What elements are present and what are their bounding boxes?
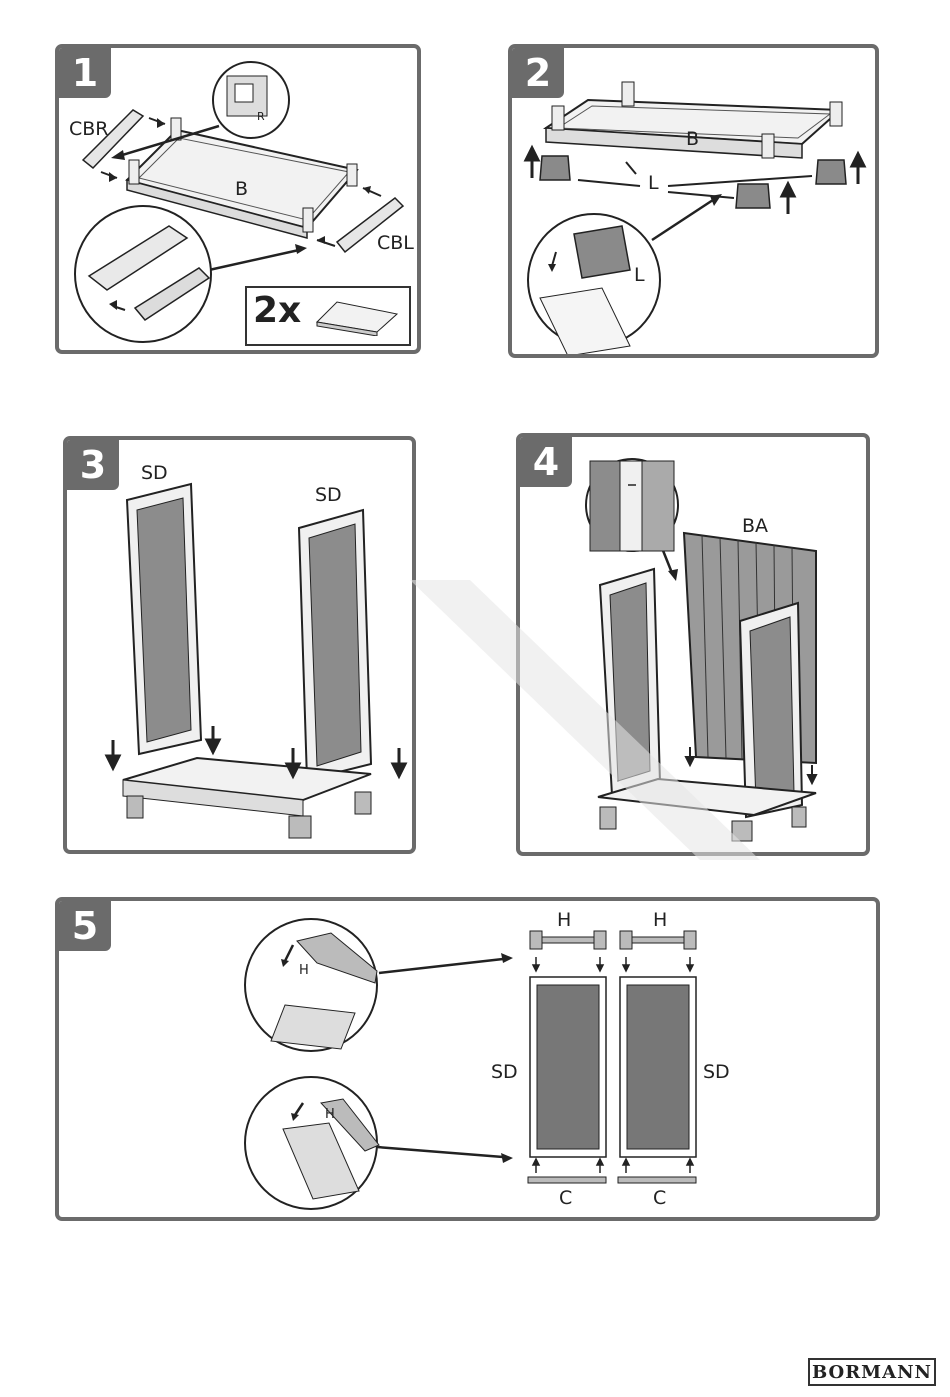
label-zoom-h-top: H: [299, 963, 309, 978]
side-panels-install-illustration: [67, 440, 416, 854]
step-3-panel: 3 SD SD: [63, 436, 416, 854]
label-handle-right: H: [653, 909, 667, 931]
label-cbr: CBR: [69, 118, 109, 140]
label-leg-zoom: L: [634, 264, 645, 286]
back-panel-install-illustration: [520, 437, 870, 856]
mini-base-frame-icon: [311, 296, 401, 336]
label-side-right: SD: [315, 484, 342, 506]
label-side-left: SD: [141, 462, 168, 484]
label-back: BA: [742, 515, 768, 537]
step-5-panel: 5: [55, 897, 880, 1221]
label-cbl: CBL: [377, 232, 414, 254]
legs-assembly-illustration: [512, 48, 879, 358]
label-cap-right: C: [653, 1187, 666, 1209]
quantity-multiplier: 2x: [253, 290, 301, 331]
bormann-logo: BORMANN: [808, 1358, 936, 1386]
label-cap-left: C: [559, 1187, 572, 1209]
step-4-panel: 4 BA: [516, 433, 870, 856]
label-side-right: SD: [703, 1061, 730, 1083]
label-leg: L: [648, 172, 659, 194]
step-2-panel: 2 B L L: [508, 44, 879, 358]
label-base: B: [686, 128, 699, 150]
label-side-left: SD: [491, 1061, 518, 1083]
label-handle-left: H: [557, 909, 571, 931]
quantity-box: 2x: [245, 286, 411, 346]
handles-and-caps-illustration: [59, 901, 880, 1221]
step-1-panel: 1 CBR B CBL R 2x: [55, 44, 421, 354]
label-base: B: [235, 178, 248, 200]
label-zoom-h-bottom: H: [325, 1107, 335, 1122]
label-zoom-r: R: [257, 110, 265, 123]
